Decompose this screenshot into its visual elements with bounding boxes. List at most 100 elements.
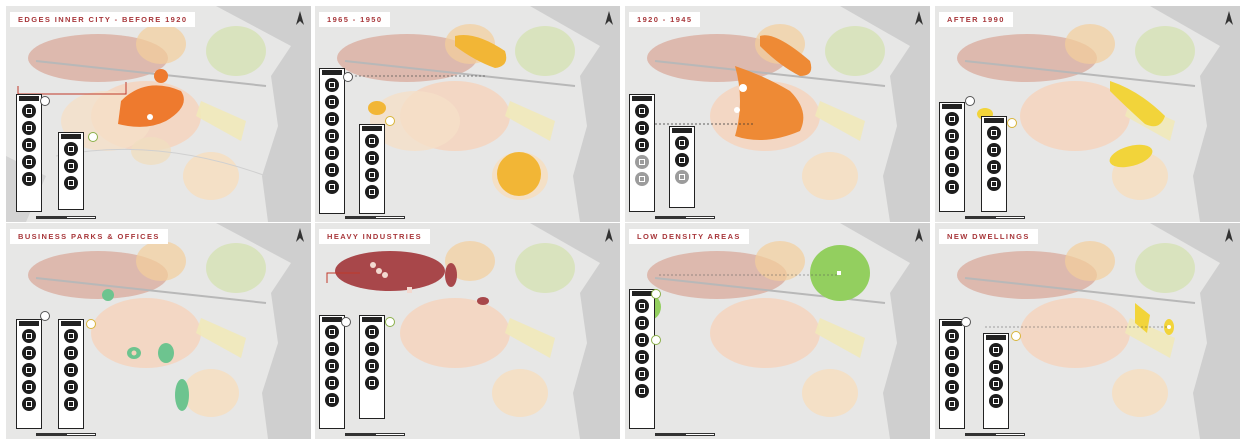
circle-building-icon — [945, 329, 959, 343]
circle-building-icon — [945, 180, 959, 194]
circle-building-icon — [64, 142, 78, 156]
circle-building-icon — [325, 342, 339, 356]
circle-building-icon — [987, 143, 1001, 157]
circle-building-icon — [325, 95, 339, 109]
roman-marker — [1007, 118, 1017, 128]
legend-column-b — [669, 126, 695, 208]
circle-building-icon — [987, 177, 1001, 191]
panel-heavy-industries: HEAVY INDUSTRIES — [315, 223, 620, 439]
legend-column-b — [359, 315, 385, 419]
legend-column-b — [58, 132, 84, 210]
circle-building-icon — [325, 163, 339, 177]
circle-building-icon — [635, 172, 649, 186]
circle-building-icon — [22, 155, 36, 169]
legend-column-b — [983, 333, 1009, 429]
circle-building-icon — [64, 363, 78, 377]
north-arrow-icon — [296, 11, 304, 25]
circle-building-icon — [64, 397, 78, 411]
legend-column-a — [629, 94, 655, 212]
roman-marker — [651, 335, 661, 345]
panel-title: 1920 - 1945 — [629, 12, 701, 27]
legend-column-b — [981, 116, 1007, 212]
map-base — [315, 6, 620, 222]
roman-marker — [651, 289, 661, 299]
legend-column-a — [319, 315, 345, 429]
circle-building-icon — [365, 359, 379, 373]
circle-building-icon — [22, 380, 36, 394]
panel-title: NEW DWELLINGS — [939, 229, 1038, 244]
circle-building-icon — [945, 163, 959, 177]
scale-bar — [345, 433, 405, 436]
circle-building-icon — [675, 170, 689, 184]
circle-building-icon — [635, 384, 649, 398]
legend-column-a — [629, 289, 655, 429]
circle-building-icon — [22, 397, 36, 411]
circle-building-icon — [635, 155, 649, 169]
circle-building-icon — [945, 346, 959, 360]
panel-title: BUSINESS PARKS & OFFICES — [10, 229, 168, 244]
legend-column-b — [58, 319, 84, 429]
roman-marker — [343, 72, 353, 82]
roman-marker — [88, 132, 98, 142]
circle-building-icon — [365, 134, 379, 148]
circle-building-icon — [22, 329, 36, 343]
map-base — [6, 223, 311, 439]
circle-building-icon — [675, 153, 689, 167]
roman-marker — [341, 317, 351, 327]
circle-building-icon — [325, 112, 339, 126]
panel-after-1990: AFTER 1990 — [935, 6, 1240, 222]
circle-building-icon — [325, 393, 339, 407]
circle-building-icon — [325, 146, 339, 160]
circle-building-icon — [64, 159, 78, 173]
scale-bar — [655, 433, 715, 436]
circle-building-icon — [989, 360, 1003, 374]
panel-edges-inner-city: EDGES INNER CITY - BEFORE 1920 — [6, 6, 311, 222]
circle-building-icon — [989, 394, 1003, 408]
circle-building-icon — [675, 136, 689, 150]
circle-building-icon — [365, 151, 379, 165]
circle-building-icon — [325, 78, 339, 92]
circle-building-icon — [987, 160, 1001, 174]
roman-marker — [385, 317, 395, 327]
scale-bar — [655, 216, 715, 219]
circle-building-icon — [22, 104, 36, 118]
map-base — [6, 6, 311, 222]
north-arrow-icon — [605, 228, 613, 242]
roman-marker — [385, 116, 395, 126]
scale-bar — [36, 216, 96, 219]
circle-building-icon — [987, 126, 1001, 140]
map-base — [625, 223, 930, 439]
panel-new-dwellings: NEW DWELLINGS — [935, 223, 1240, 439]
scale-bar — [965, 216, 1025, 219]
circle-building-icon — [365, 185, 379, 199]
roman-marker — [86, 319, 96, 329]
circle-building-icon — [945, 112, 959, 126]
panel-title: LOW DENSITY AREAS — [629, 229, 749, 244]
legend-column-a — [939, 102, 965, 212]
circle-building-icon — [945, 363, 959, 377]
circle-building-icon — [22, 346, 36, 360]
circle-building-icon — [22, 363, 36, 377]
roman-marker — [1011, 331, 1021, 341]
circle-building-icon — [325, 376, 339, 390]
map-base — [315, 223, 620, 439]
north-arrow-icon — [915, 228, 923, 242]
circle-building-icon — [945, 380, 959, 394]
circle-building-icon — [635, 367, 649, 381]
circle-building-icon — [635, 121, 649, 135]
circle-building-icon — [635, 333, 649, 347]
circle-building-icon — [635, 316, 649, 330]
circle-building-icon — [325, 180, 339, 194]
panel-1965-1950: 1965 - 1950 — [315, 6, 620, 222]
circle-building-icon — [989, 377, 1003, 391]
panel-title: 1965 - 1950 — [319, 12, 391, 27]
roman-marker — [40, 311, 50, 321]
circle-building-icon — [945, 146, 959, 160]
circle-building-icon — [365, 342, 379, 356]
scale-bar — [345, 216, 405, 219]
circle-building-icon — [64, 176, 78, 190]
circle-building-icon — [945, 397, 959, 411]
circle-building-icon — [365, 376, 379, 390]
circle-building-icon — [365, 325, 379, 339]
